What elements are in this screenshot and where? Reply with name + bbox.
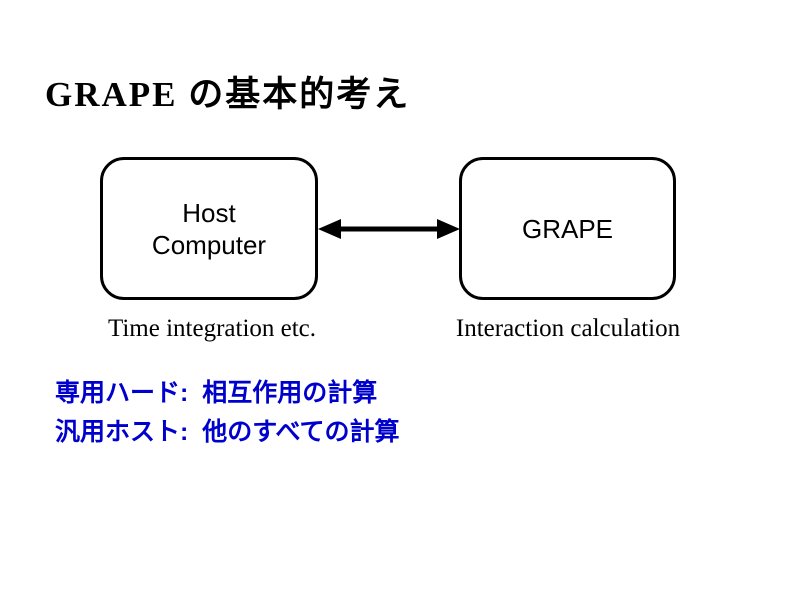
grape-caption: Interaction calculation xyxy=(455,315,681,342)
host-caption: Time integration etc. xyxy=(107,315,317,342)
host-computer-box-label: Host Computer xyxy=(152,197,266,261)
host-computer-box: Host Computer xyxy=(100,157,318,300)
host-box-label-line1: Host xyxy=(182,197,236,228)
grape-box: GRAPE xyxy=(459,157,676,300)
note-general-purpose-host: 汎用ホスト: 他のすべての計算 xyxy=(55,418,400,446)
grape-box-label: GRAPE xyxy=(521,213,614,244)
bidirectional-arrow-icon xyxy=(318,219,460,239)
note-dedicated-hardware: 専用ハード: 相互作用の計算 xyxy=(55,379,378,407)
host-box-label-line2: Computer xyxy=(151,229,267,260)
page-title: GRAPE の基本的考え xyxy=(45,75,411,114)
